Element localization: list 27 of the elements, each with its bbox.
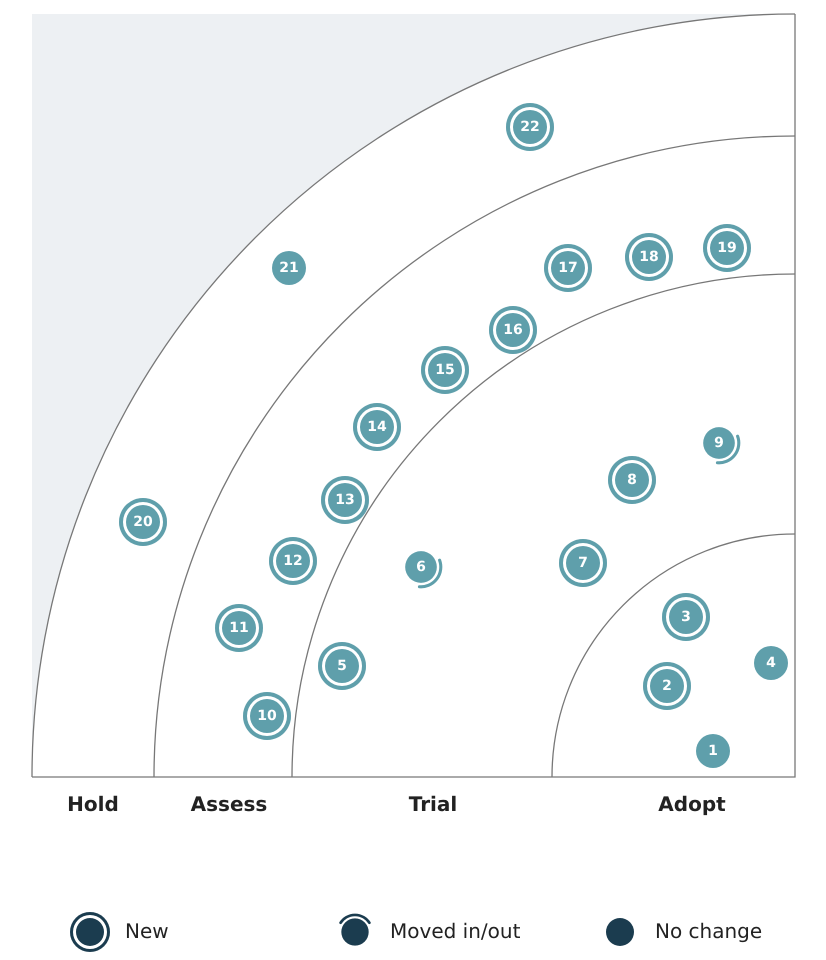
radar-blip: 11 bbox=[215, 604, 263, 652]
legend-label: New bbox=[125, 919, 169, 943]
ring-label: Hold bbox=[67, 792, 119, 816]
radar-blip: 17 bbox=[544, 244, 592, 292]
radar-blip: 12 bbox=[269, 537, 317, 585]
radar-blip: 22 bbox=[506, 103, 554, 151]
radar-blip: 3 bbox=[662, 593, 710, 641]
radar-blip: 13 bbox=[321, 476, 369, 524]
radar-blip: 19 bbox=[703, 224, 751, 272]
radar-blip: 21 bbox=[272, 251, 306, 285]
ring-label: Assess bbox=[190, 792, 268, 816]
radar-blip: 2 bbox=[643, 662, 691, 710]
radar-blip: 20 bbox=[119, 498, 167, 546]
radar-blip: 10 bbox=[243, 692, 291, 740]
radar-blip: 15 bbox=[421, 346, 469, 394]
radar-blip: 1 bbox=[696, 734, 730, 768]
radar-blip: 4 bbox=[754, 646, 788, 680]
radar-blip: 5 bbox=[318, 642, 366, 690]
legend-label: No change bbox=[655, 919, 762, 943]
radar-blip: 14 bbox=[353, 403, 401, 451]
ring-label: Trial bbox=[408, 792, 458, 816]
radar-blip: 16 bbox=[489, 306, 537, 354]
radar-blip: 8 bbox=[608, 456, 656, 504]
legend-label: Moved in/out bbox=[390, 919, 520, 943]
radar-blip: 18 bbox=[625, 233, 673, 281]
ring-label: Adopt bbox=[658, 792, 726, 816]
radar-blip: 7 bbox=[559, 539, 607, 587]
